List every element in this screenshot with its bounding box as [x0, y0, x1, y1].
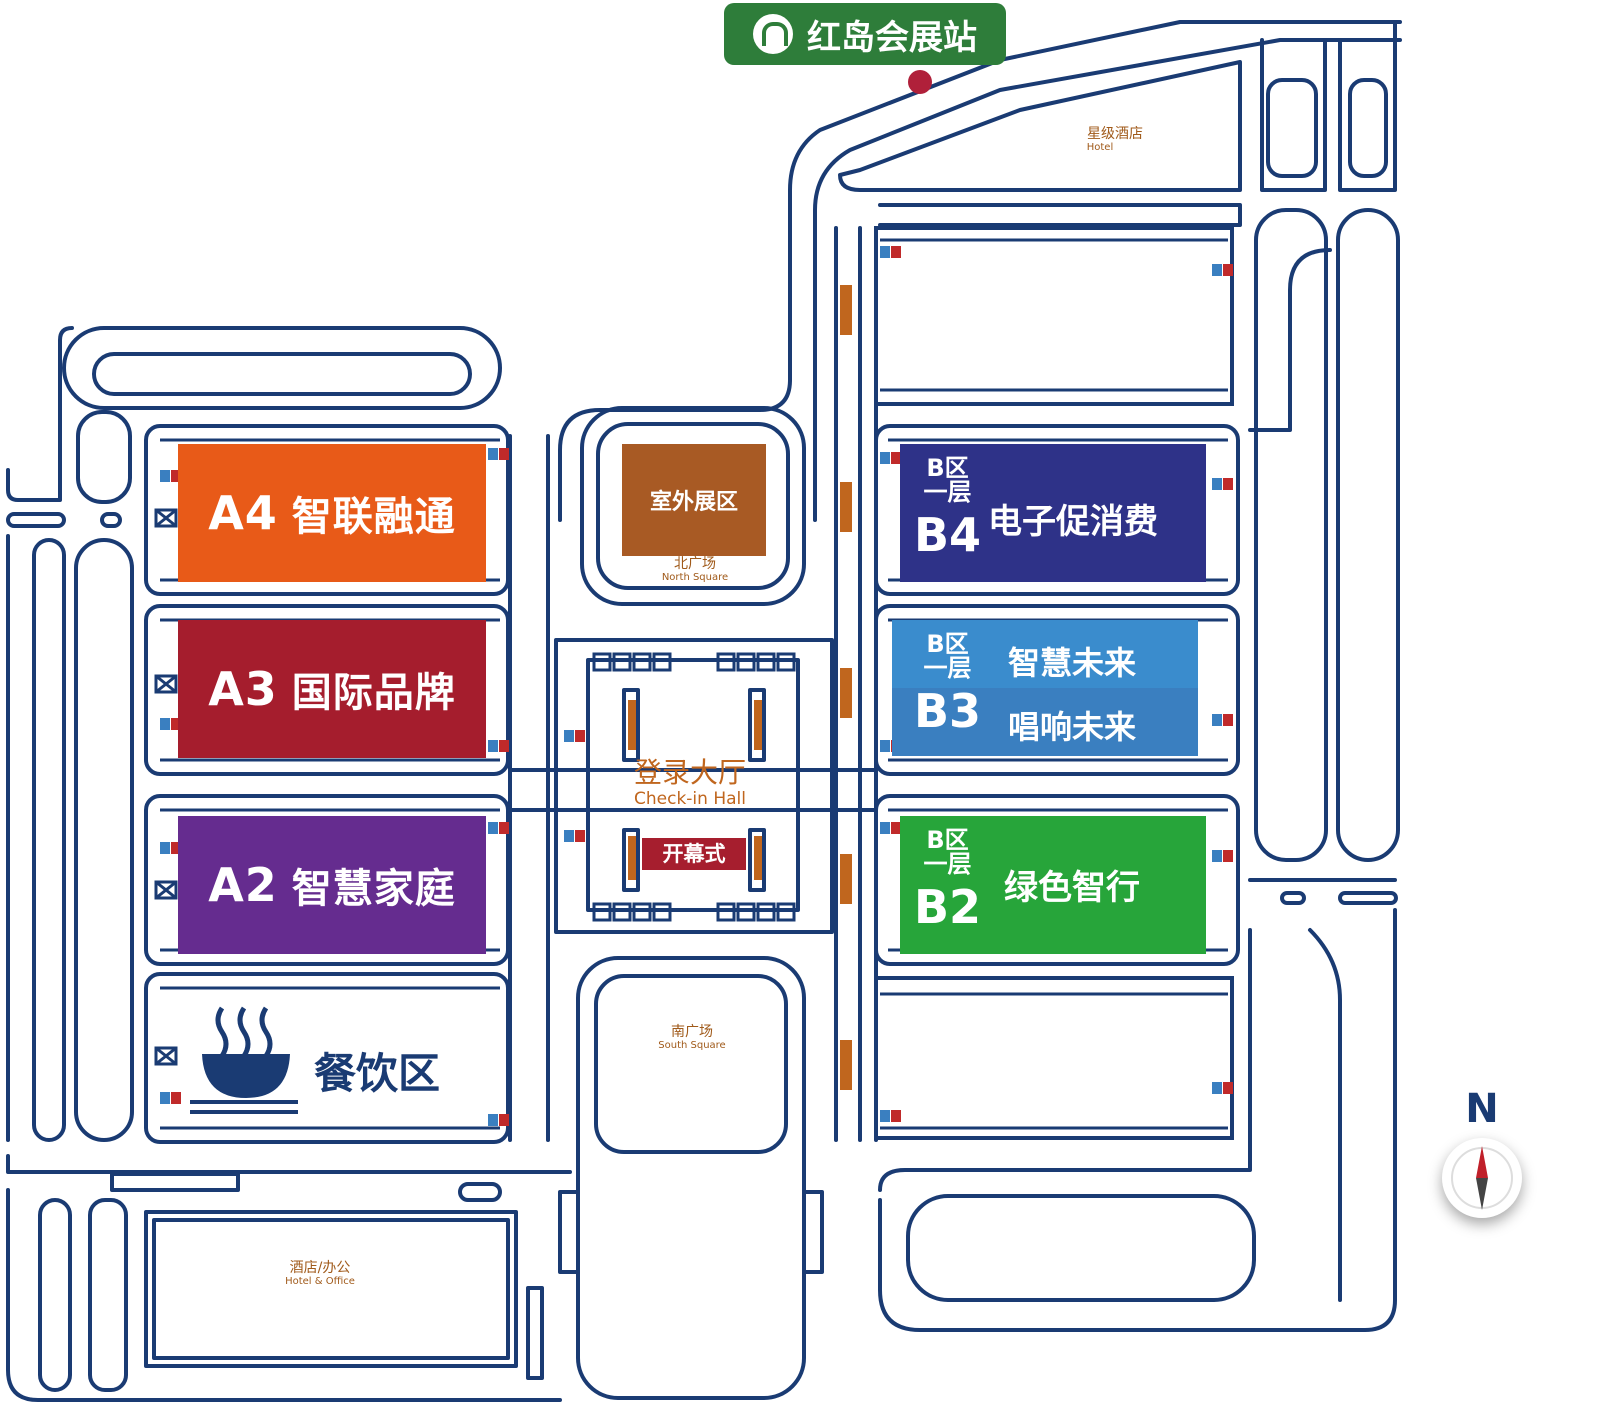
compass-icon [1442, 1138, 1522, 1218]
southeast-curve [1308, 928, 1342, 1302]
metro-station-name: 红岛会展站 [807, 17, 977, 58]
south-road [6, 1154, 572, 1174]
south-gate [110, 1172, 240, 1192]
south-island [458, 1182, 502, 1202]
south-square-outer [576, 956, 806, 1400]
east-connector [1248, 248, 1332, 432]
southwest-median-2 [88, 1198, 128, 1392]
compass-north-label: N [1465, 1086, 1499, 1132]
checkin-hall-label[interactable]: 登录大厅 Check-in Hall [633, 756, 746, 809]
metro-logo-icon [753, 14, 793, 54]
checkin-booths-top [592, 652, 796, 672]
zone-b4-name: 电子促消费 [988, 502, 1158, 542]
checkin-pillar-2 [748, 688, 766, 762]
zone-b4[interactable]: B区 一层 B4 电子促消费 [900, 444, 1206, 582]
south-square-inner [594, 974, 788, 1154]
southeast-inner [878, 928, 1252, 1192]
entrance-strips [628, 285, 852, 1090]
south-gate-west [558, 1190, 580, 1274]
zone-b2-name: 绿色智行 [1004, 868, 1140, 908]
zone-a2[interactable]: A2 智慧家庭 [178, 816, 486, 954]
zone-a3[interactable]: A3 国际品牌 [178, 620, 486, 758]
hotel-office-parcel [144, 1210, 518, 1368]
hotel-driveway [878, 203, 1242, 227]
zone-b4-code: B区 一层 B4 [914, 454, 982, 562]
northwest-island [92, 352, 472, 396]
access-road-north-inner [813, 38, 1402, 522]
east-island-2 [1348, 78, 1388, 178]
east-median-1 [1254, 208, 1328, 862]
east-road-1 [1260, 38, 1327, 192]
zone-a4[interactable]: A4 智联融通 [178, 444, 486, 582]
east-island-1 [1266, 78, 1318, 178]
zone-b2-code: B区 一层 B2 [914, 826, 982, 934]
west-cross-island-2 [100, 512, 122, 528]
southwest-median [38, 1198, 72, 1392]
east-lower-island [1338, 891, 1398, 905]
west-median-2 [74, 538, 134, 1142]
north-square-outer [580, 406, 806, 606]
west-island-top [76, 410, 132, 504]
metro-station-marker [908, 70, 932, 94]
checkin-booths-bottom [592, 902, 796, 922]
southwest-loop [6, 1188, 562, 1402]
north-square-label: 北广场 North Square [661, 556, 729, 584]
opening-ceremony-zone[interactable]: 开幕式 [642, 838, 746, 870]
east-road-2 [1338, 20, 1397, 192]
restroom-icon [160, 246, 1233, 1126]
hall-b1-outline [874, 976, 1234, 1140]
hotel-parcel [838, 60, 1242, 192]
stair-icon [154, 508, 178, 1066]
east-lower-dot [1280, 891, 1306, 905]
zone-b3-code: B区 一层 B3 [914, 630, 982, 738]
food-area-label[interactable]: 餐饮区 [314, 1049, 441, 1098]
checkin-pillar-1 [622, 688, 640, 762]
compass: N [1440, 1086, 1524, 1218]
zone-b3-name-top: 智慧未来 [1008, 644, 1137, 682]
zone-b3[interactable]: B区 一层 B3 智慧未来 唱响未来 [892, 620, 1198, 756]
checkin-corridor [508, 768, 878, 812]
zone-b3-lower-band [892, 688, 1198, 756]
south-gate-east [802, 1190, 824, 1274]
zone-b2[interactable]: B区 一层 B2 绿色智行 [900, 816, 1206, 954]
checkin-pillar-4 [748, 828, 766, 892]
hotel-office-label: 酒店/办公 Hotel & Office [285, 1260, 355, 1288]
north-square-inner [596, 422, 790, 590]
west-median-1 [32, 538, 66, 1142]
southeast-loop [878, 908, 1397, 1332]
checkin-inner [586, 658, 800, 912]
access-road-north [558, 20, 1402, 522]
west-road-top [6, 326, 74, 502]
south-square-label: 南广场 South Square [658, 1024, 726, 1052]
west-cross-island-1 [6, 512, 66, 528]
checkin-outer [554, 638, 834, 934]
checkin-pillar-3 [622, 828, 640, 892]
northwest-loop [62, 326, 502, 410]
bowl-icon [190, 1006, 298, 1114]
hotel-label: 星级酒店 Hotel [1086, 126, 1143, 154]
outdoor-exhibition-zone[interactable]: 室外展区 [622, 444, 766, 556]
hall-b5-outline [874, 226, 1234, 406]
zone-b3-name-bottom: 唱响未来 [1008, 708, 1137, 746]
southeast-island [906, 1194, 1256, 1302]
hotel-office-building [152, 1218, 510, 1360]
southwest-strip [526, 1286, 544, 1380]
east-median-2 [1336, 208, 1400, 862]
metro-station-badge: 红岛会展站 [724, 3, 1006, 65]
